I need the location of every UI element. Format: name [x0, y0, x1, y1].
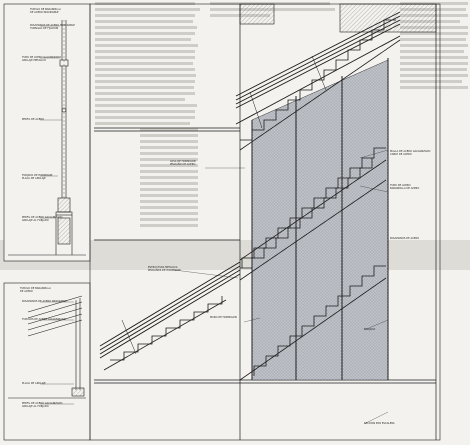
note-top-11: ANCLAJE AL FORJADO: [22, 219, 49, 222]
note-bottom-3: PASAMANOS DE ACERO INOXIDABLE: [22, 300, 67, 303]
note-main-11: FORJADO: [364, 328, 375, 331]
note-top-1: TUBULO DE BARANDILLA: [30, 8, 61, 11]
note-main-10: MURO DE HORMIGON: [210, 316, 237, 319]
leader-lines: [173, 149, 389, 425]
note-top-9: PLACA DE ANCLAJE: [22, 177, 46, 180]
main-notes: LOSA DE HORMIGON PELDAÑO DE ACERO MALLA …: [148, 150, 431, 425]
note-main-6: BARANDILLA DE ACERO: [390, 187, 419, 190]
note-main-12: SECCION POR ESCALERA: [364, 422, 395, 425]
note-top-2: DE ACERO INOXIDABLE: [30, 11, 59, 14]
detail-top-railing: [8, 20, 86, 256]
note-bottom-2: DE ACERO: [20, 290, 33, 293]
note-top-3: PASAMANOS DE ACERO INOXIDABLE: [30, 24, 75, 27]
note-main-8: ESTRUCTURA METALICA: [148, 266, 178, 269]
plate-frame: [3, 3, 441, 441]
note-top-7: PERFIL DE ACERO: [22, 118, 44, 121]
note-bottom-5: PLACA DE ANCLAJE: [22, 382, 46, 385]
note-main-9: PELDAÑOS DE HORMIGON: [148, 269, 181, 272]
detail-bottom-railing: [8, 295, 86, 405]
detail-bottom-notes: TUBULO DE BARANDILLA DE ACERO PASAMANOS …: [20, 287, 67, 408]
note-top-6: ANCLAJE METALICO: [22, 59, 46, 62]
note-main-4: CABLE DE ACERO: [390, 153, 412, 156]
note-bottom-4: TUBULOS DE ACERO GALVANIZADO: [22, 318, 66, 321]
note-main-5: TUBO DE ACERO: [390, 184, 411, 187]
note-main-1: LOSA DE HORMIGON: [170, 160, 196, 163]
note-bottom-6: PERFIL DE ACERO GALVANIZADO: [22, 402, 63, 405]
vertical-tubes: [251, 58, 389, 380]
note-bottom-1: TUBULO DE BARANDILLA: [20, 287, 51, 290]
note-main-7: PASAMANOS DE ACERO: [390, 237, 419, 240]
note-main-2: PELDAÑO DE ACERO: [170, 163, 195, 166]
upper-slab: [239, 3, 437, 33]
note-top-10: PERFIL DE ACERO GALVANIZADO: [22, 216, 63, 219]
note-top-5: TUBO DE ACERO GALVANIZADO: [22, 56, 61, 59]
cable-ties: [121, 55, 327, 355]
note-top-8: FORJADO DE HORMIGON: [22, 174, 53, 177]
note-main-3: MALLA DE ACERO GALVANIZADO: [390, 150, 431, 153]
note-top-4: TORNILLO DE FIJACION: [30, 27, 58, 30]
note-bottom-7: ANCLAJE AL FORJADO: [22, 405, 49, 408]
detail-top-notes: TUBULO DE BARANDILLA DE ACERO INOXIDABLE…: [22, 8, 75, 222]
